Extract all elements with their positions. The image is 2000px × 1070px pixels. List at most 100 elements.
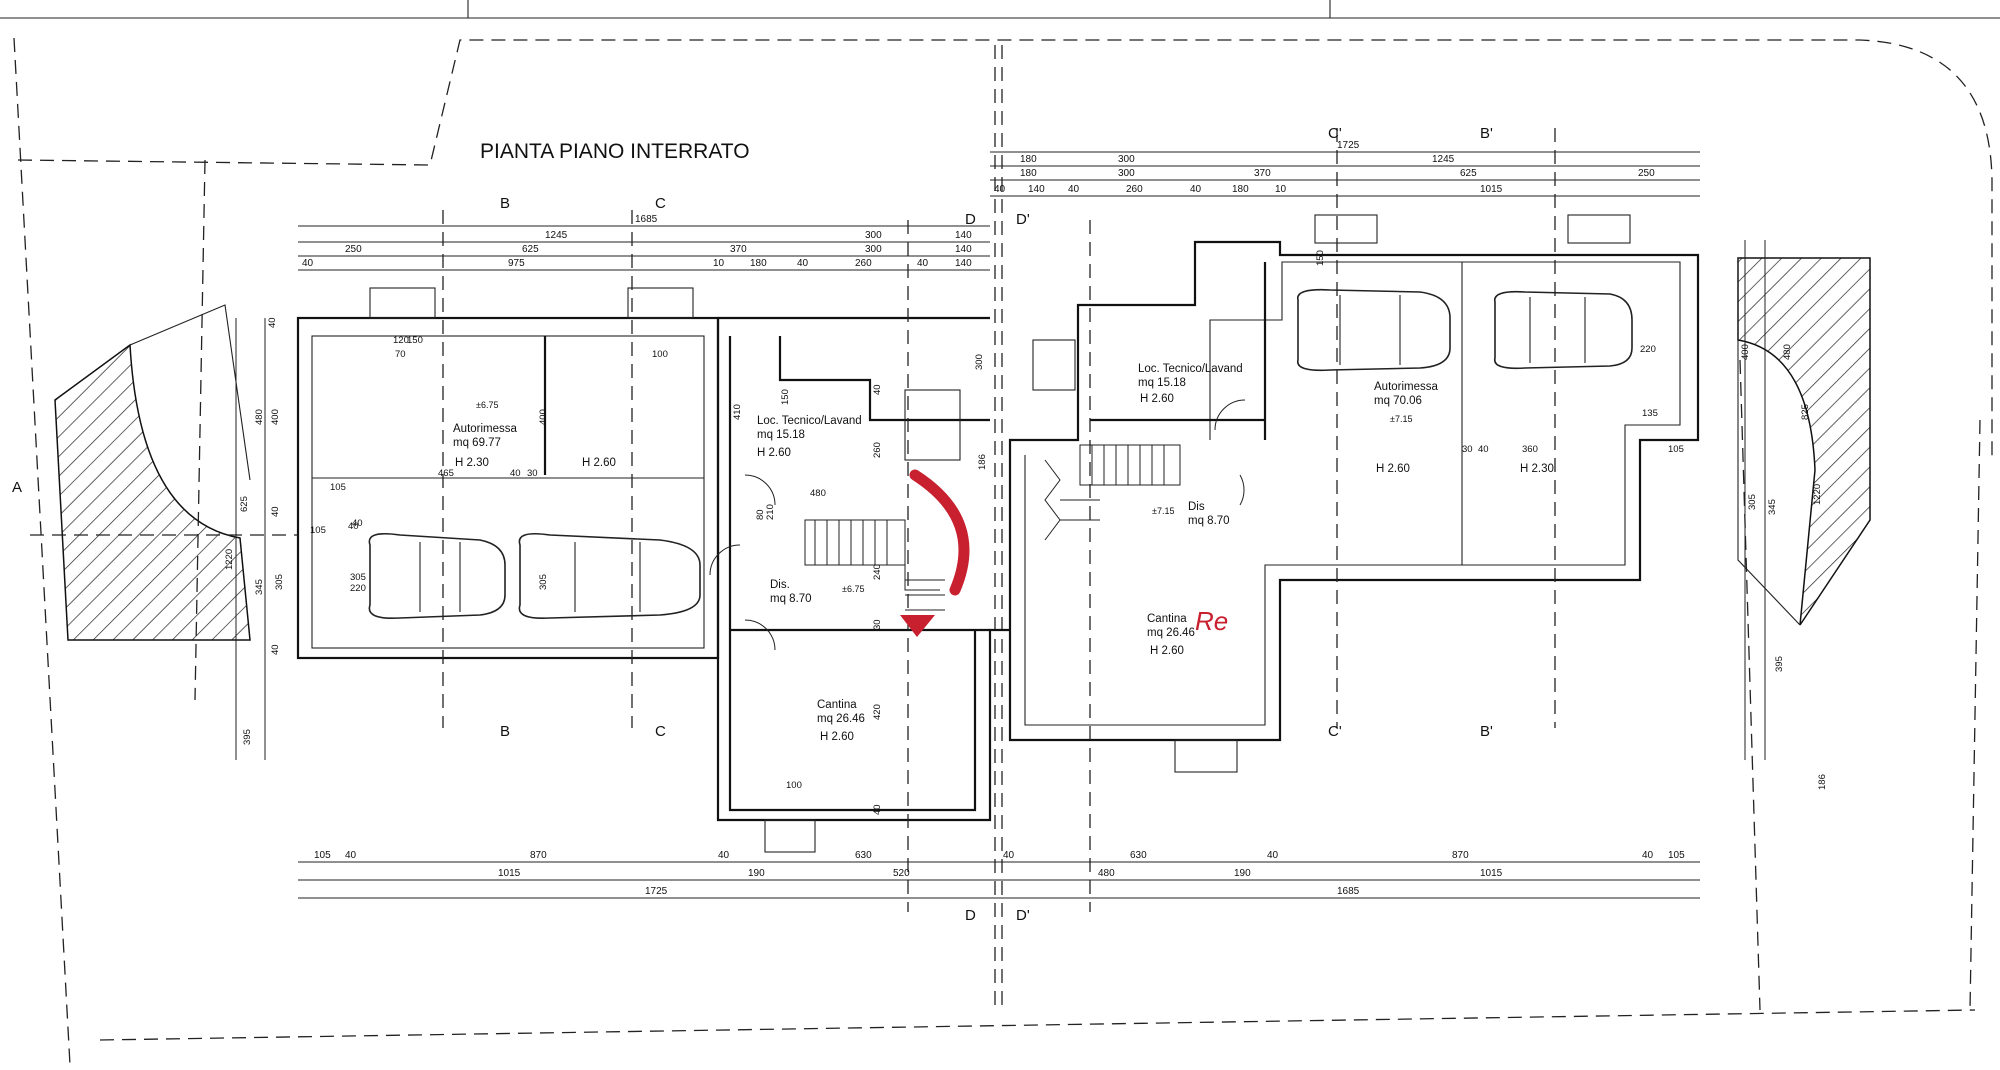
accent-arrow [900, 469, 970, 637]
left-doors [709, 474, 776, 651]
dim-value: 40 [510, 468, 521, 479]
title-block-strip [0, 0, 2000, 19]
room-name: Cantina [1147, 613, 1187, 625]
dim-value: 370 [1254, 168, 1271, 179]
section-mark: D [965, 907, 976, 924]
dim-value: 180 [750, 258, 767, 269]
left-unit-walls [296, 287, 1010, 853]
dim-value: 30 [527, 468, 538, 479]
dim-value: 100 [786, 780, 802, 791]
dim-value: 220 [350, 583, 366, 594]
dim-value: 250 [345, 244, 362, 255]
dim-value: 70 [395, 349, 406, 360]
room-height: H 2.60 [1376, 463, 1410, 475]
dim-value: 30 [1462, 444, 1473, 455]
property-boundary [13, 37, 1993, 1066]
section-mark: C [655, 195, 666, 212]
dim-value: 40 [1190, 184, 1202, 195]
dim-value: 150 [780, 389, 791, 405]
dim-value: 625 [239, 496, 250, 512]
car-left-1 [368, 532, 506, 620]
room-name: Loc. Tecnico/Lavand [1138, 363, 1243, 375]
dim-value: 305 [538, 574, 549, 590]
dim-value: 1245 [1432, 154, 1455, 165]
dim-value: 1685 [635, 214, 658, 225]
dim-value: 140 [955, 244, 972, 255]
dim-value: 300 [865, 230, 882, 241]
dim-value: 40 [718, 850, 730, 861]
dim-value: 410 [732, 404, 743, 420]
dim-value: 975 [508, 258, 525, 269]
room-height: H 2.60 [1140, 393, 1174, 405]
dim-value: 240 [872, 564, 883, 580]
dim-value: 105 [314, 850, 331, 861]
dim-value: 105 [1668, 850, 1685, 861]
dim-value: 105 [330, 482, 346, 493]
right-unit-walls [1008, 214, 1700, 773]
dim-value: 870 [530, 850, 547, 861]
dim-misc: 40 480 400 40 625 40 1220 345 305 40 395… [224, 250, 1828, 815]
room-name: Dis [1188, 501, 1205, 513]
dim-value: 40 [872, 804, 883, 815]
dim-value: 630 [1130, 850, 1147, 861]
room-area: mq 15.18 [1138, 377, 1186, 389]
room-height: H 2.30 [1520, 463, 1554, 475]
room-area: mq 69.77 [453, 437, 501, 449]
dim-value: 186 [1817, 774, 1828, 790]
room-area: mq 8.70 [770, 593, 812, 605]
section-mark: B' [1480, 125, 1493, 142]
room-name: Autorimessa [1374, 381, 1439, 393]
dim-value: 345 [1767, 499, 1778, 515]
dim-value: 395 [1774, 656, 1785, 672]
dim-value: 10 [713, 258, 725, 269]
dim-value: 40 [270, 644, 281, 655]
dim-value: 480 [1098, 868, 1115, 879]
dim-value: 220 [1640, 344, 1656, 355]
section-mark: D' [1016, 907, 1030, 924]
dim-value: 625 [1460, 168, 1477, 179]
dimension-lines [30, 151, 1766, 899]
room-name: Dis. [770, 579, 790, 591]
section-mark: D [965, 211, 976, 228]
watermark-logo: Re [1195, 606, 1228, 636]
dim-right-top: 1725 180 300 1245 180 300 370 625 250 40… [994, 140, 1655, 195]
dim-value: 180 [1020, 154, 1037, 165]
dim-value: 180 [1020, 168, 1037, 179]
dim-value: 80 [755, 509, 766, 520]
room-height: H 2.60 [1150, 645, 1184, 657]
right-ramp [1737, 257, 1871, 626]
dim-value: 630 [855, 850, 872, 861]
room-area: mq 8.70 [1188, 515, 1230, 527]
dim-value: 625 [522, 244, 539, 255]
dim-left-top: 1685 1245 300 140 250 625 370 300 140 40… [302, 214, 972, 269]
room-height: H 2.60 [820, 731, 854, 743]
dim-value: 395 [242, 729, 253, 745]
dim-left-bottom: 105 40 870 40 630 1015 190 520 1725 [314, 850, 910, 897]
level-marker: ±6.75 [842, 584, 864, 594]
dim-value: 40 [797, 258, 809, 269]
dim-value: 150 [407, 335, 423, 346]
dim-value: 305 [350, 572, 366, 583]
dim-value: 260 [872, 442, 883, 458]
section-mark: D' [1016, 211, 1030, 228]
room-area: mq 26.46 [817, 713, 865, 725]
dim-value: 1245 [545, 230, 568, 241]
dim-value: 40 [348, 521, 359, 532]
dim-value: 40 [270, 506, 281, 517]
dim-value: 100 [652, 349, 668, 360]
dim-value: 40 [352, 518, 363, 529]
room-labels: Autorimessa mq 69.77 H 2.30 H 2.60 Loc. … [453, 363, 1554, 743]
level-marker: ±7.15 [1152, 506, 1174, 516]
room-height: H 2.30 [455, 457, 489, 469]
dim-value: 260 [855, 258, 872, 269]
dim-value: 210 [765, 504, 776, 520]
room-name: Loc. Tecnico/Lavand [757, 415, 862, 427]
dim-value: 40 [994, 184, 1006, 195]
room-area: mq 26.46 [1147, 627, 1195, 639]
dim-value: 360 [1522, 444, 1538, 455]
car-right-1 [1297, 288, 1451, 372]
dim-right-bottom: 40 630 40 870 40 105 480 190 1015 1685 [1003, 850, 1685, 897]
dim-value: 40 [345, 850, 357, 861]
dim-value: 40 [1003, 850, 1015, 861]
